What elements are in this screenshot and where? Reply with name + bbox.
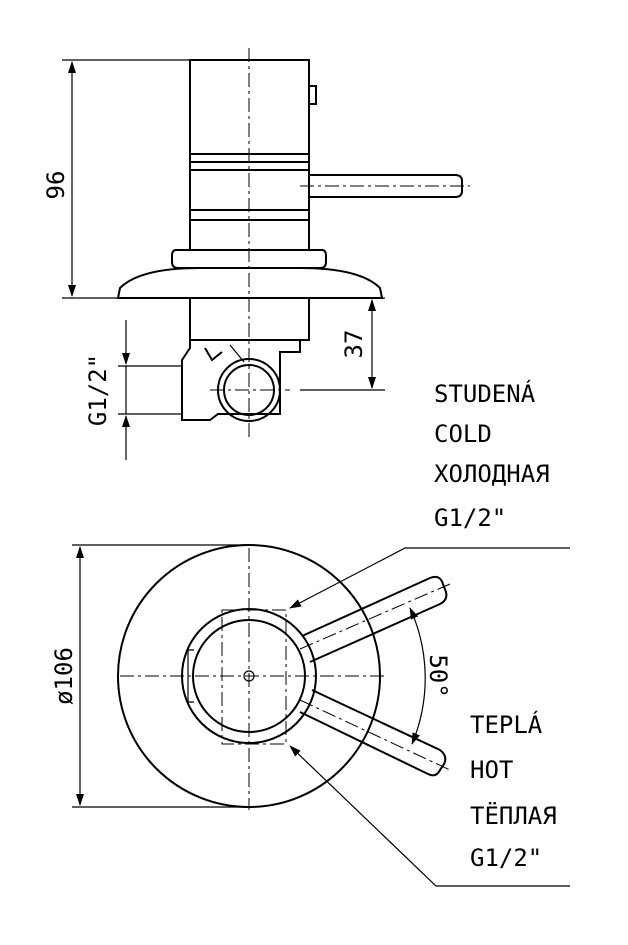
cold-label-line2: COLD xyxy=(434,420,492,448)
lever-hot xyxy=(299,689,447,777)
center-point xyxy=(243,670,255,682)
cold-label: STUDENÁ COLD ХОЛОДНАЯ G1/2" xyxy=(434,379,550,532)
dimension-37: 37 xyxy=(340,330,368,359)
dimension-diameter: ø106 xyxy=(50,647,78,705)
dimension-angle: 50° xyxy=(424,654,452,697)
angle-arc xyxy=(409,607,426,745)
cold-label-line1: STUDENÁ xyxy=(434,379,536,408)
dimension-thread-side: G1/2" xyxy=(84,354,112,426)
top-view: 50° ø106 xyxy=(50,544,570,887)
hot-label-line3: ТЁПЛАЯ xyxy=(470,801,557,830)
dimension-96: 96 xyxy=(42,171,70,200)
handle-inner xyxy=(192,619,306,733)
handle-outline xyxy=(181,608,317,744)
side-view: 96 37 G1/2" xyxy=(42,48,470,460)
cold-label-line3: ХОЛОДНАЯ xyxy=(434,460,550,488)
cold-label-line4: G1/2" xyxy=(434,504,506,532)
hot-label-line2: HOT xyxy=(470,756,513,784)
lever-cold xyxy=(301,575,448,663)
valve-body xyxy=(189,298,310,341)
leader-cold xyxy=(289,547,570,609)
hot-label-line1: TEPLÁ xyxy=(470,710,543,739)
hot-label: TEPLÁ HOT ТЁПЛАЯ G1/2" xyxy=(470,710,557,872)
leader-hot xyxy=(289,745,570,887)
handle-notch xyxy=(308,85,317,105)
rosette-flange xyxy=(116,267,384,299)
hot-label-line4: G1/2" xyxy=(470,844,542,872)
